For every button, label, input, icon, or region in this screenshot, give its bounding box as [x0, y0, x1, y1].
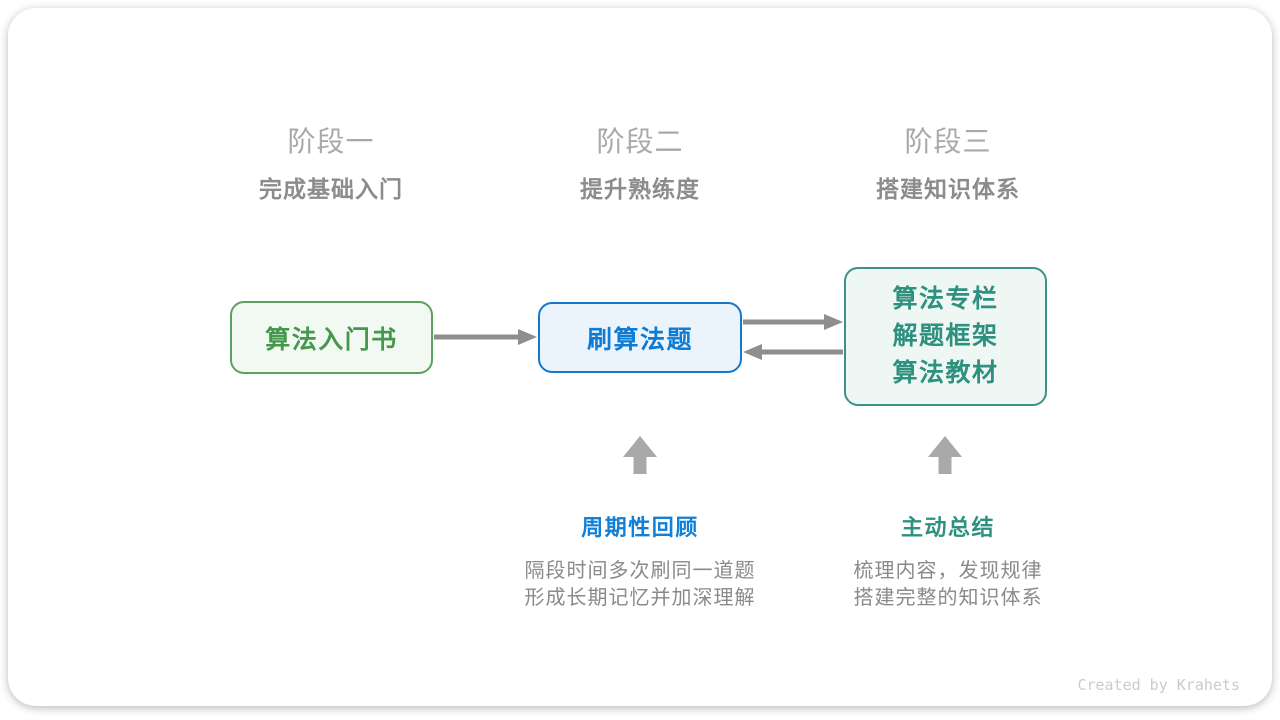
arrow-right-stage1-to-stage2-icon — [434, 329, 537, 345]
arrow-left-stage3-to-stage2-icon — [743, 344, 843, 360]
arrow-up-summary-icon — [928, 436, 962, 474]
annotation-review-desc-line-1: 隔段时间多次刷同一道题 — [524, 560, 756, 582]
annotation-summary-desc-line-2: 搭建完整的知识体系 — [853, 587, 1043, 609]
arrow-right-stage2-to-stage3-icon — [743, 314, 843, 330]
annotation-review-title: 周期性回顾 — [581, 515, 699, 540]
box-resources-line-3: 算法教材 — [892, 359, 999, 387]
stage-3-subtitle: 搭建知识体系 — [876, 176, 1020, 202]
box-practice-problems: 刷算法题 — [538, 302, 742, 373]
annotation-summary-desc: 梳理内容，发现规律 搭建完整的知识体系 — [788, 558, 1108, 612]
annotation-review-desc-line-2: 形成长期记忆并加深理解 — [524, 587, 756, 609]
credit-text: Created by Krahets — [1077, 676, 1240, 694]
stage-3-title: 阶段三 — [904, 126, 992, 157]
annotation-review-desc: 隔段时间多次刷同一道题 形成长期记忆并加深理解 — [480, 558, 800, 612]
annotation-summary-desc-line-1: 梳理内容，发现规律 — [853, 560, 1043, 582]
box-resources-line-1: 算法专栏 — [892, 285, 999, 313]
stage-3-header: 阶段三 搭建知识体系 — [808, 124, 1088, 204]
stage-1-title: 阶段一 — [287, 126, 375, 157]
arrow-up-review-icon — [623, 436, 657, 474]
stage-1-header: 阶段一 完成基础入门 — [191, 124, 471, 204]
stage-2-subtitle: 提升熟练度 — [580, 176, 700, 202]
box-practice-problems-label: 刷算法题 — [586, 325, 693, 354]
box-intro-book-label: 算法入门书 — [265, 325, 398, 354]
stage-2-header: 阶段二 提升熟练度 — [500, 124, 780, 204]
box-knowledge-resources: 算法专栏 解题框架 算法教材 — [844, 267, 1047, 406]
box-intro-book: 算法入门书 — [230, 301, 433, 374]
box-resources-line-2: 解题框架 — [892, 322, 999, 350]
stage-1-subtitle: 完成基础入门 — [259, 176, 403, 202]
stage-2-title: 阶段二 — [596, 126, 684, 157]
annotation-summary-title: 主动总结 — [900, 515, 995, 540]
